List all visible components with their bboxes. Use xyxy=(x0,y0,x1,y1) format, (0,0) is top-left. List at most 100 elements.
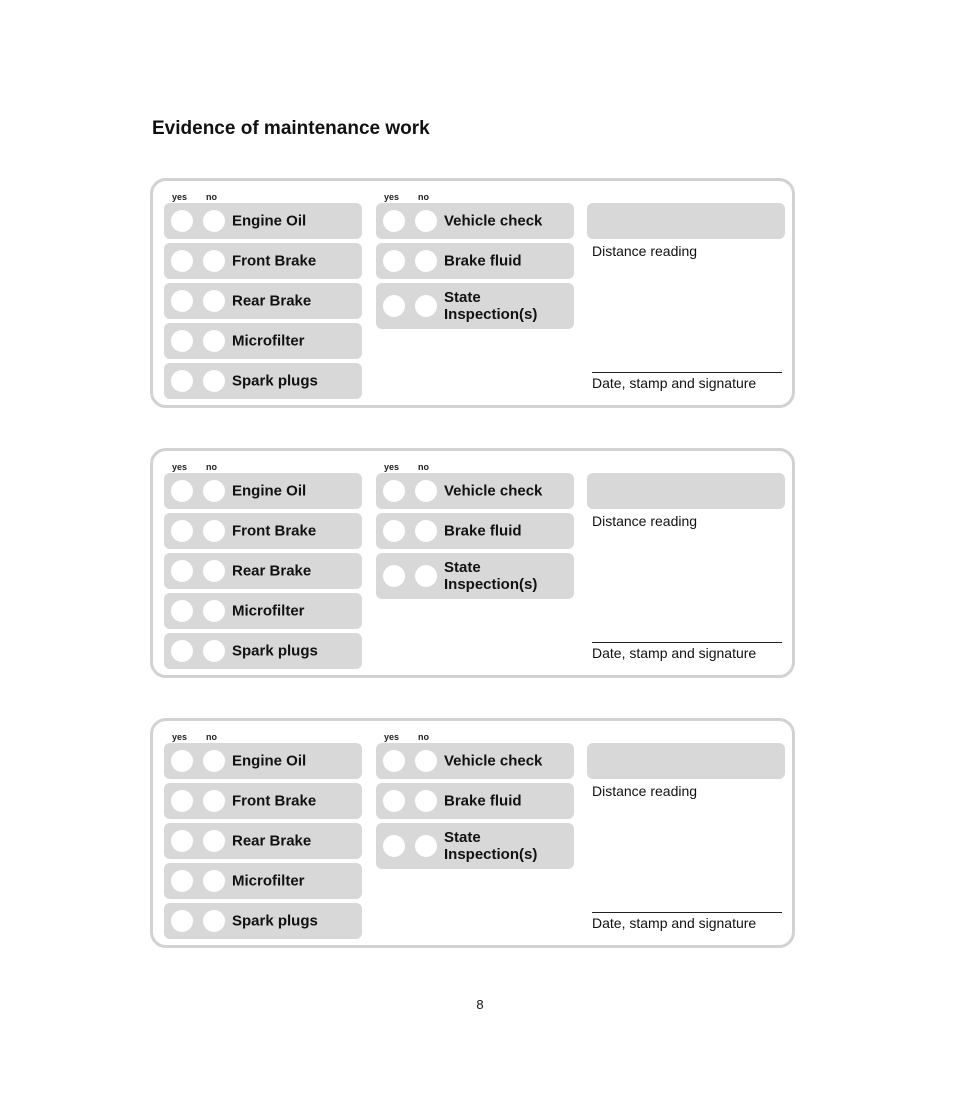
item-label: Front Brake xyxy=(232,792,317,810)
yes-checkbox[interactable] xyxy=(383,565,405,587)
yes-checkbox[interactable] xyxy=(171,520,193,542)
yes-checkbox[interactable] xyxy=(171,600,193,622)
no-label: no xyxy=(418,462,429,472)
signature-line[interactable] xyxy=(592,642,782,643)
checklist-row: Microfilter xyxy=(164,323,362,359)
no-checkbox[interactable] xyxy=(415,250,437,272)
checklist-row: Front Brake xyxy=(164,513,362,549)
checklist-row: Engine Oil xyxy=(164,743,362,779)
item-label: Brake fluid xyxy=(444,252,522,270)
no-checkbox[interactable] xyxy=(415,835,437,857)
checklist-row: Spark plugs xyxy=(164,633,362,669)
yes-checkbox[interactable] xyxy=(383,750,405,772)
no-checkbox[interactable] xyxy=(415,790,437,812)
yes-checkbox[interactable] xyxy=(383,210,405,232)
no-checkbox[interactable] xyxy=(415,480,437,502)
checklist-row: Brake fluid xyxy=(376,243,574,279)
item-label: Spark plugs xyxy=(232,642,318,660)
no-checkbox[interactable] xyxy=(203,830,225,852)
checklist-row: Rear Brake xyxy=(164,553,362,589)
distance-reading-field[interactable] xyxy=(587,743,785,779)
no-checkbox[interactable] xyxy=(415,565,437,587)
yes-checkbox[interactable] xyxy=(171,210,193,232)
checklist-row: Vehicle check xyxy=(376,203,574,239)
no-label: no xyxy=(206,732,217,742)
no-checkbox[interactable] xyxy=(203,910,225,932)
signature-line[interactable] xyxy=(592,372,782,373)
item-label: Brake fluid xyxy=(444,522,522,540)
yes-checkbox[interactable] xyxy=(171,330,193,352)
no-checkbox[interactable] xyxy=(203,250,225,272)
right-checklist: Vehicle check Brake fluid State Inspecti… xyxy=(376,743,574,873)
yes-checkbox[interactable] xyxy=(171,750,193,772)
page-title: Evidence of maintenance work xyxy=(152,118,430,139)
item-label: Vehicle check xyxy=(444,212,543,230)
item-label: Vehicle check xyxy=(444,752,543,770)
no-checkbox[interactable] xyxy=(203,330,225,352)
item-label: State Inspection(s) xyxy=(444,289,538,323)
no-checkbox[interactable] xyxy=(203,640,225,662)
yes-checkbox[interactable] xyxy=(171,480,193,502)
yes-checkbox[interactable] xyxy=(383,835,405,857)
item-label: Engine Oil xyxy=(232,212,307,230)
checklist-row: Vehicle check xyxy=(376,473,574,509)
checklist-row: Brake fluid xyxy=(376,513,574,549)
checklist-row: Front Brake xyxy=(164,243,362,279)
item-label: Front Brake xyxy=(232,252,317,270)
no-checkbox[interactable] xyxy=(203,290,225,312)
no-checkbox[interactable] xyxy=(203,870,225,892)
no-checkbox[interactable] xyxy=(203,790,225,812)
checklist-row: Brake fluid xyxy=(376,783,574,819)
item-label: Front Brake xyxy=(232,522,317,540)
no-checkbox[interactable] xyxy=(203,480,225,502)
signature-line[interactable] xyxy=(592,912,782,913)
yes-checkbox[interactable] xyxy=(383,520,405,542)
item-label: Vehicle check xyxy=(444,482,543,500)
yes-checkbox[interactable] xyxy=(171,250,193,272)
yes-label: yes xyxy=(172,462,188,472)
checklist-row: Rear Brake xyxy=(164,823,362,859)
no-checkbox[interactable] xyxy=(203,560,225,582)
checklist-row: State Inspection(s) xyxy=(376,283,574,329)
yes-checkbox[interactable] xyxy=(171,640,193,662)
maintenance-record-card: yes no yes no Engine Oil Front Brake Rea… xyxy=(150,448,795,678)
checklist-row: Engine Oil xyxy=(164,473,362,509)
checklist-row: Microfilter xyxy=(164,863,362,899)
yes-checkbox[interactable] xyxy=(171,870,193,892)
yes-label: yes xyxy=(172,192,188,202)
distance-reading-field[interactable] xyxy=(587,203,785,239)
checklist-row: Engine Oil xyxy=(164,203,362,239)
right-checklist: Vehicle check Brake fluid State Inspecti… xyxy=(376,203,574,333)
yes-checkbox[interactable] xyxy=(383,480,405,502)
no-checkbox[interactable] xyxy=(415,295,437,317)
yes-checkbox[interactable] xyxy=(171,290,193,312)
yes-checkbox[interactable] xyxy=(171,830,193,852)
left-checklist: Engine Oil Front Brake Rear Brake Microf… xyxy=(164,473,362,673)
no-checkbox[interactable] xyxy=(203,370,225,392)
no-checkbox[interactable] xyxy=(415,210,437,232)
yes-checkbox[interactable] xyxy=(171,560,193,582)
no-checkbox[interactable] xyxy=(203,210,225,232)
left-checklist: Engine Oil Front Brake Rear Brake Microf… xyxy=(164,203,362,403)
checklist-row: Front Brake xyxy=(164,783,362,819)
item-label: Microfilter xyxy=(232,602,305,620)
checklist-row: Vehicle check xyxy=(376,743,574,779)
distance-reading-field[interactable] xyxy=(587,473,785,509)
yes-checkbox[interactable] xyxy=(383,295,405,317)
yes-checkbox[interactable] xyxy=(171,790,193,812)
no-checkbox[interactable] xyxy=(203,600,225,622)
distance-reading-label: Distance reading xyxy=(592,513,698,529)
yes-checkbox[interactable] xyxy=(383,790,405,812)
yes-checkbox[interactable] xyxy=(171,370,193,392)
no-checkbox[interactable] xyxy=(415,520,437,542)
no-checkbox[interactable] xyxy=(203,520,225,542)
no-checkbox[interactable] xyxy=(415,750,437,772)
item-label: Spark plugs xyxy=(232,372,318,390)
signature-label: Date, stamp and signature xyxy=(592,375,757,391)
yes-checkbox[interactable] xyxy=(171,910,193,932)
checklist-row: Rear Brake xyxy=(164,283,362,319)
item-label: Microfilter xyxy=(232,332,305,350)
yes-checkbox[interactable] xyxy=(383,250,405,272)
no-checkbox[interactable] xyxy=(203,750,225,772)
item-label: Engine Oil xyxy=(232,482,307,500)
